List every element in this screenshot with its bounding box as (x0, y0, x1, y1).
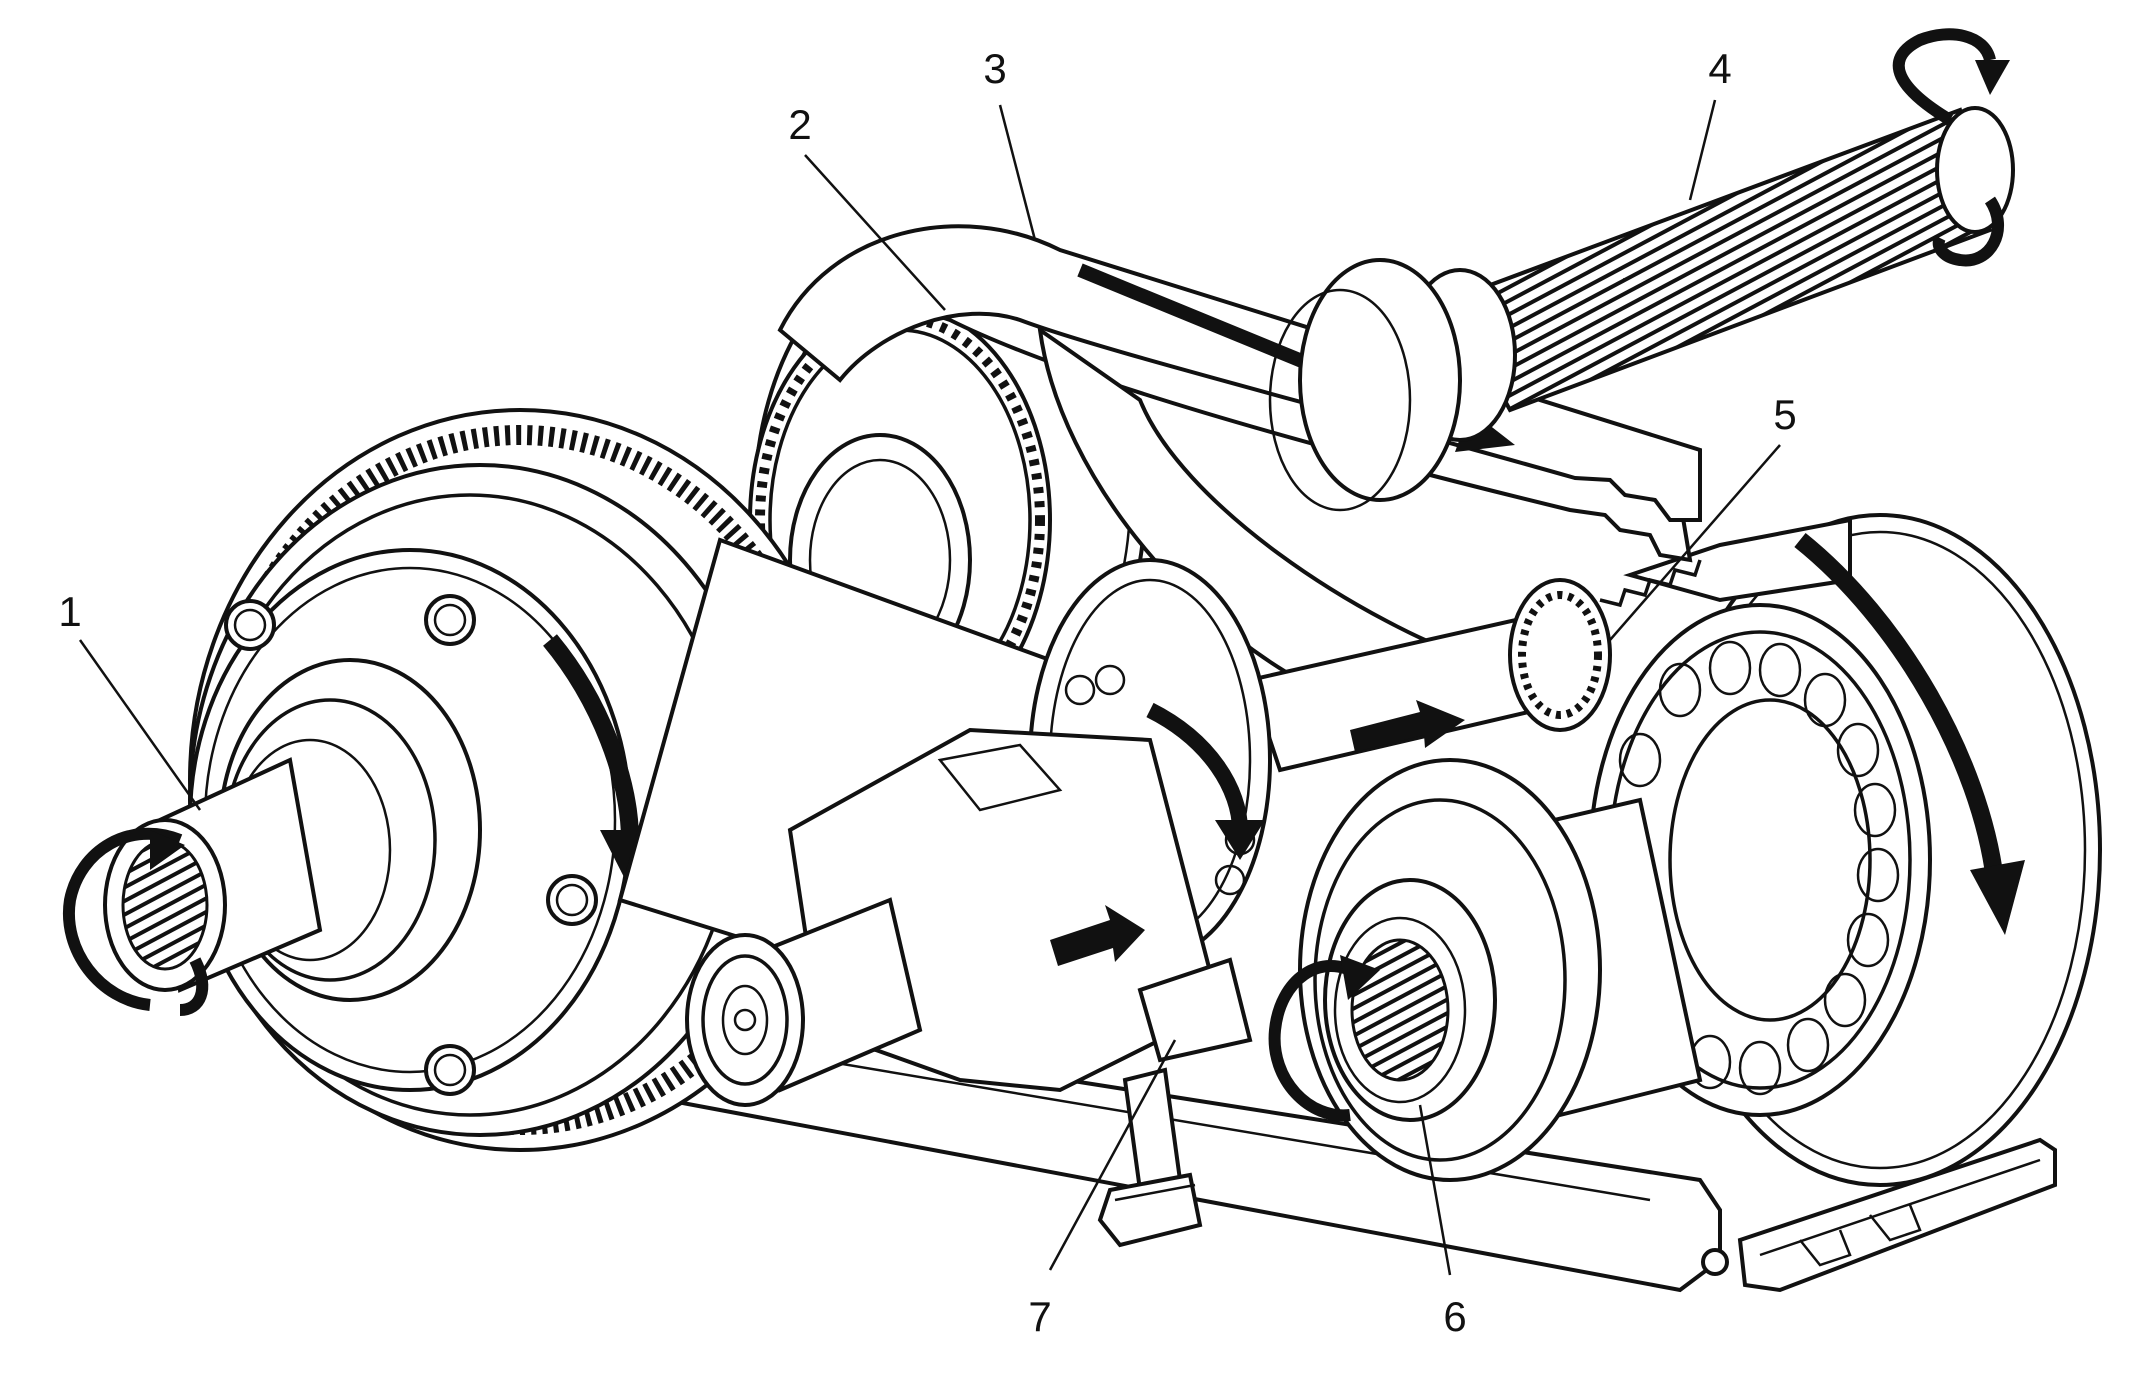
shaft-rotation-arrow (1892, 28, 2010, 267)
callout-3: 3 (983, 45, 1006, 92)
callout-4: 4 (1708, 45, 1731, 92)
carrier-rotation-arrow (1146, 702, 1265, 860)
input-rotation-arrow (62, 827, 209, 1016)
front-bearing (685, 897, 923, 1107)
callout-7: 7 (1028, 1293, 1051, 1340)
side-bracket (1701, 1137, 2057, 1293)
leader-4 (1688, 99, 1717, 201)
output-hub-rotation-arrow (1268, 955, 1380, 1122)
output-shaft (1268, 28, 2015, 512)
callout-5: 5 (1773, 391, 1796, 438)
leader-3 (998, 104, 1037, 241)
leader-1 (78, 639, 202, 811)
leader-6 (1418, 1104, 1452, 1276)
output-rotation-arrowhead (1970, 860, 2025, 935)
intermediate-shaft (1247, 578, 1612, 773)
fluid-flow-arrow (1050, 905, 1145, 966)
leader-lines (78, 99, 1781, 1276)
output-hub (1268, 758, 1703, 1182)
input-planetary-assembly (62, 408, 852, 1152)
callout-6: 6 (1443, 1293, 1466, 1340)
callout-2: 2 (788, 101, 811, 148)
leader-2 (804, 154, 946, 311)
leader-7 (1048, 1039, 1177, 1271)
callout-1: 1 (58, 588, 81, 635)
leader-5 (1609, 444, 1781, 641)
output-rotation-arrow (1794, 532, 2004, 882)
callout-labels: 1 2 3 4 5 6 7 (58, 45, 1796, 1340)
shaft-flow-arrow (1350, 700, 1465, 752)
